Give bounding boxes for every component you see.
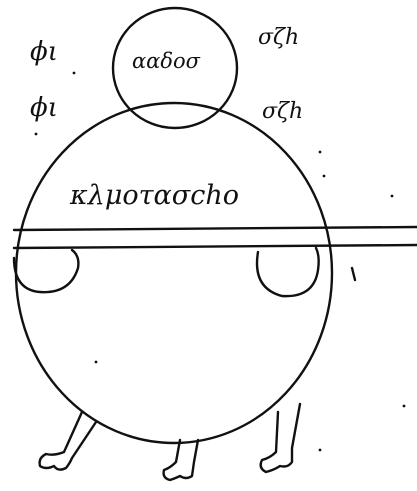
label-large-circle: κλμοτασcho	[69, 180, 239, 211]
right-inner-arc	[257, 248, 319, 296]
left-inner-arc	[14, 250, 78, 292]
large-circle	[16, 103, 332, 443]
dot-mark	[319, 151, 322, 154]
right-leg	[261, 404, 300, 472]
tick-mark	[352, 268, 355, 280]
label-ozh-top: σζh	[258, 25, 299, 50]
dot-mark	[391, 195, 394, 198]
band-bottom-line	[14, 245, 417, 248]
dot-mark	[95, 361, 98, 364]
label-ozh-mid: σζh	[262, 99, 303, 124]
dot-mark	[323, 175, 326, 178]
label-phi-mid: ϕι	[30, 93, 58, 123]
left-leg	[40, 412, 96, 470]
dot-mark	[319, 449, 322, 452]
dot-mark	[73, 72, 76, 75]
label-phi-top: ϕι	[30, 37, 58, 67]
dot-mark	[35, 133, 38, 136]
label-small-circle: ααδοσ	[132, 49, 201, 73]
dot-mark	[403, 405, 406, 408]
middle-leg	[164, 440, 198, 480]
band-top-line	[14, 227, 417, 230]
